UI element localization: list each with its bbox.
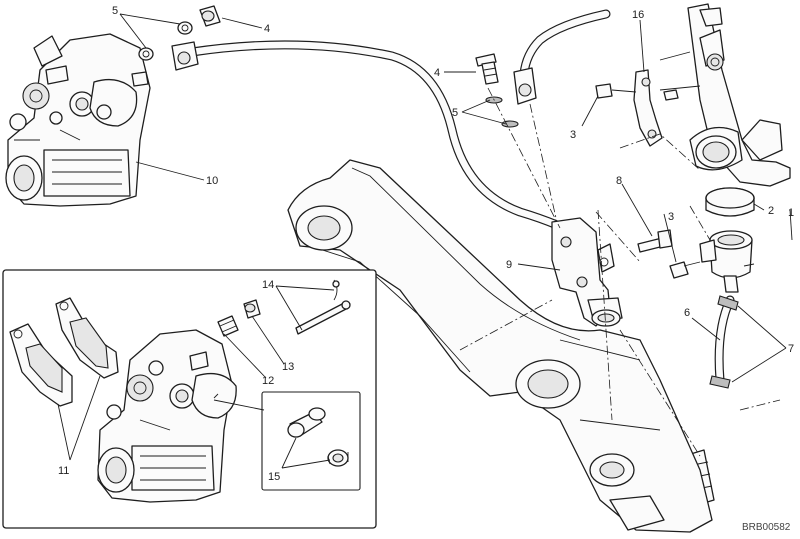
- callout-1: 1: [788, 207, 794, 219]
- callout-labels: 1 2 3 3 4 4 5 5 6 7 8 9 10 11 12 13 14 1…: [58, 5, 794, 533]
- callout-9: 9: [506, 259, 512, 271]
- callout-11: 11: [58, 465, 69, 477]
- callout-4-caliper: 4: [264, 23, 270, 35]
- bolt-8: [637, 229, 673, 253]
- callout-12: 12: [262, 375, 274, 387]
- rear-master-cylinder: [551, 217, 623, 327]
- callout-2: 2: [768, 205, 774, 217]
- callout-5-master: 5: [452, 107, 458, 119]
- callout-13: 13: [282, 361, 294, 373]
- rear-brake-caliper: [5, 33, 151, 207]
- drawing-code: BRB00582: [742, 522, 791, 533]
- callout-16: 16: [632, 9, 644, 21]
- swingarm: [287, 159, 713, 533]
- callout-14: 14: [262, 279, 274, 291]
- callout-10: 10: [206, 175, 218, 187]
- reservoir-hose: [709, 295, 739, 389]
- callout-7: 7: [788, 343, 794, 355]
- frame-section: [659, 3, 791, 187]
- callout-15: 15: [268, 471, 280, 483]
- caliper-banjo-parts: [138, 5, 221, 61]
- callout-3-reservoir: 3: [668, 211, 674, 223]
- callout-3-bracket: 3: [570, 129, 576, 141]
- callout-8: 8: [616, 175, 622, 187]
- caliper-detail-inset: [2, 269, 377, 529]
- brake-fluid-reservoir: [669, 187, 755, 293]
- master-banjo-parts: [475, 53, 519, 128]
- callout-4-master: 4: [434, 67, 440, 79]
- assembly-axes: [459, 87, 781, 457]
- leader-lines: [57, 13, 793, 469]
- callout-6: 6: [684, 307, 690, 319]
- callout-5-caliper: 5: [112, 5, 118, 17]
- bracket-16: [595, 69, 679, 147]
